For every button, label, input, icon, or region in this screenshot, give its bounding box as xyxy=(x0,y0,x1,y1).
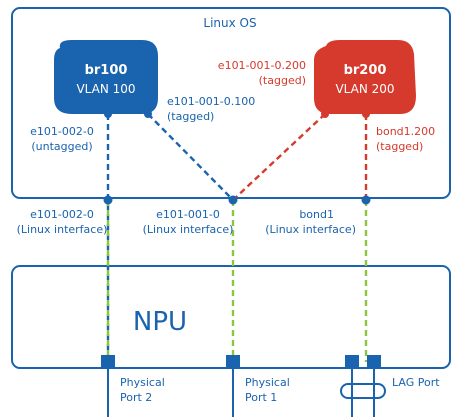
npu-title: NPU xyxy=(133,307,187,337)
bridge-br100-shape xyxy=(54,40,158,114)
linux-iface-node-e101-002-0 xyxy=(103,195,113,205)
linux-iface-node-e101-001-0 xyxy=(228,195,238,205)
lag-port-label: LAG Port xyxy=(392,376,440,389)
port2-label-line2: Port 2 xyxy=(120,391,152,404)
linux-iface-e101-001-0-name: e101-001-0 xyxy=(156,208,220,221)
bridge-br100-port-left xyxy=(104,110,112,118)
subif-e101-001-0-100-tag: (tagged) xyxy=(167,110,214,123)
lag-member-port-1 xyxy=(345,355,359,369)
bridge-br200-name: br200 xyxy=(344,63,387,78)
link-br100-tagged xyxy=(147,113,234,201)
linux-os-title: Linux OS xyxy=(203,16,256,30)
lag-bundle-ring xyxy=(340,383,386,399)
linux-iface-e101-001-0-kind: (Linux interface) xyxy=(143,223,234,236)
linux-iface-e101-002-0-name: e101-002-0 xyxy=(30,208,94,221)
bridge-br100-name: br100 xyxy=(85,63,128,78)
bridge-br200-vlan: VLAN 200 xyxy=(335,82,394,96)
subif-bond1-200-name: bond1.200 xyxy=(376,125,435,138)
port2-label-line1: Physical xyxy=(120,376,165,389)
bridge-br200-shape xyxy=(314,40,416,114)
subif-e101-002-0-name: e101-002-0 xyxy=(30,125,94,138)
npu-box xyxy=(11,265,451,369)
subif-e101-001-0-200-name: e101-001-0.200 xyxy=(218,59,306,72)
linux-iface-bond1-name: bond1 xyxy=(299,208,334,221)
subif-bond1-200-tag: (tagged) xyxy=(376,140,423,153)
subif-e101-001-0-100-name: e101-001-0.100 xyxy=(167,95,255,108)
physical-port-1 xyxy=(226,355,240,369)
bridge-br200-port-right xyxy=(362,110,370,118)
physical-port-2 xyxy=(101,355,115,369)
bridge-br100-port-right xyxy=(144,110,152,118)
linux-iface-bond1-kind: (Linux interface) xyxy=(265,223,356,236)
link-br200-tagged xyxy=(232,113,326,201)
subif-e101-002-0-tag: (untagged) xyxy=(31,140,92,153)
bridge-br100-vlan: VLAN 100 xyxy=(76,82,135,96)
linux-iface-node-bond1 xyxy=(361,195,371,205)
port1-label-line2: Port 1 xyxy=(245,391,277,404)
port1-label-line1: Physical xyxy=(245,376,290,389)
bridge-br200-port-left xyxy=(321,110,329,118)
linux-iface-e101-002-0-kind: (Linux interface) xyxy=(17,223,108,236)
lag-member-port-2 xyxy=(367,355,381,369)
subif-e101-001-0-200-tag: (tagged) xyxy=(259,74,306,87)
